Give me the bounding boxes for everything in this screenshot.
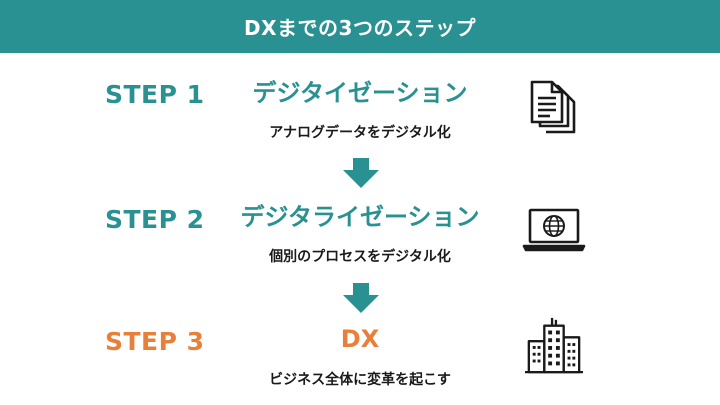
step-3-label: STEP 3 — [105, 327, 205, 356]
step-1-description: アナログデータをデジタル化 — [269, 125, 451, 141]
step-1-label: STEP 1 — [105, 80, 205, 109]
down-arrow-2 — [343, 283, 379, 313]
step-2-label: STEP 2 — [105, 205, 205, 234]
header-banner: DXまでの3つのステップ — [0, 0, 720, 53]
step-2-title: デジタライゼーション — [240, 203, 480, 231]
step-3-description: ビジネス全体に変革を起こす — [269, 372, 451, 388]
step-3-title: DX — [340, 325, 380, 353]
step-2-description: 個別のプロセスをデジタル化 — [269, 249, 451, 265]
laptop-globe-icon — [522, 208, 586, 252]
step-1-title: デジタイゼーション — [252, 79, 468, 107]
buildings-icon — [524, 317, 584, 374]
down-arrow-1 — [343, 158, 379, 188]
documents-icon — [530, 80, 576, 134]
page-title: DXまでの3つのステップ — [244, 16, 476, 40]
